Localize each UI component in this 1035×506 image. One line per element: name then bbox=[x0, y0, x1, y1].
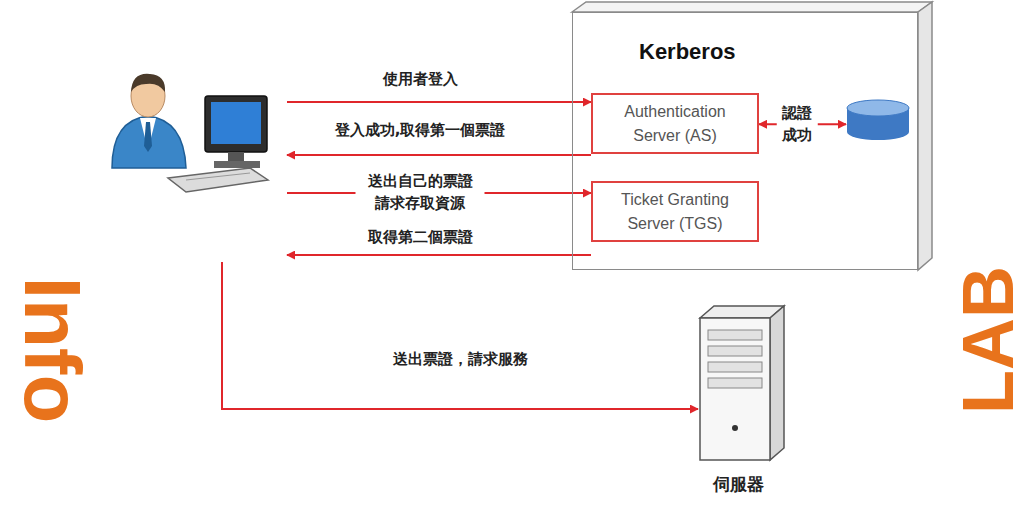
edge-label: 登入成功,取得第一個票證 bbox=[332, 120, 509, 142]
box-top-face bbox=[572, 2, 932, 12]
arrow-connector bbox=[287, 101, 591, 103]
database bbox=[846, 99, 912, 151]
kerberos-box: KerberosAuthentication Server (AS) Ticket… bbox=[572, 12, 918, 270]
server-icon bbox=[700, 306, 784, 460]
server: 伺服器 bbox=[686, 298, 790, 500]
arrow-connector bbox=[222, 262, 698, 409]
edge-label: 使用者登入 bbox=[380, 69, 461, 91]
edge-label: 送出票證，請求服務 bbox=[390, 349, 531, 371]
edge-label: 送出自己的票證 請求存取資源 bbox=[356, 171, 485, 215]
group-title: Kerberos bbox=[639, 39, 736, 65]
box-label: Authentication Server (AS) bbox=[593, 98, 757, 148]
box-label: Ticket Granting Server (TGS) bbox=[593, 186, 757, 236]
node-label: 伺服器 bbox=[686, 473, 790, 496]
process-box: Authentication Server (AS) bbox=[591, 93, 759, 154]
edge-label: 取得第二個票證 bbox=[365, 227, 476, 249]
database-icon bbox=[847, 100, 909, 140]
watermark: Info bbox=[12, 277, 92, 424]
arrow-connector bbox=[287, 254, 591, 256]
process-box: Ticket Granting Server (TGS) bbox=[591, 181, 759, 242]
arrow-connector bbox=[287, 154, 591, 156]
user-icon bbox=[112, 74, 186, 168]
user-computer bbox=[105, 62, 287, 262]
edge-label: 認證 成功 bbox=[777, 103, 818, 147]
watermark: LAB bbox=[952, 266, 1024, 414]
box-side-face bbox=[918, 2, 932, 270]
computer-icon bbox=[168, 96, 268, 192]
